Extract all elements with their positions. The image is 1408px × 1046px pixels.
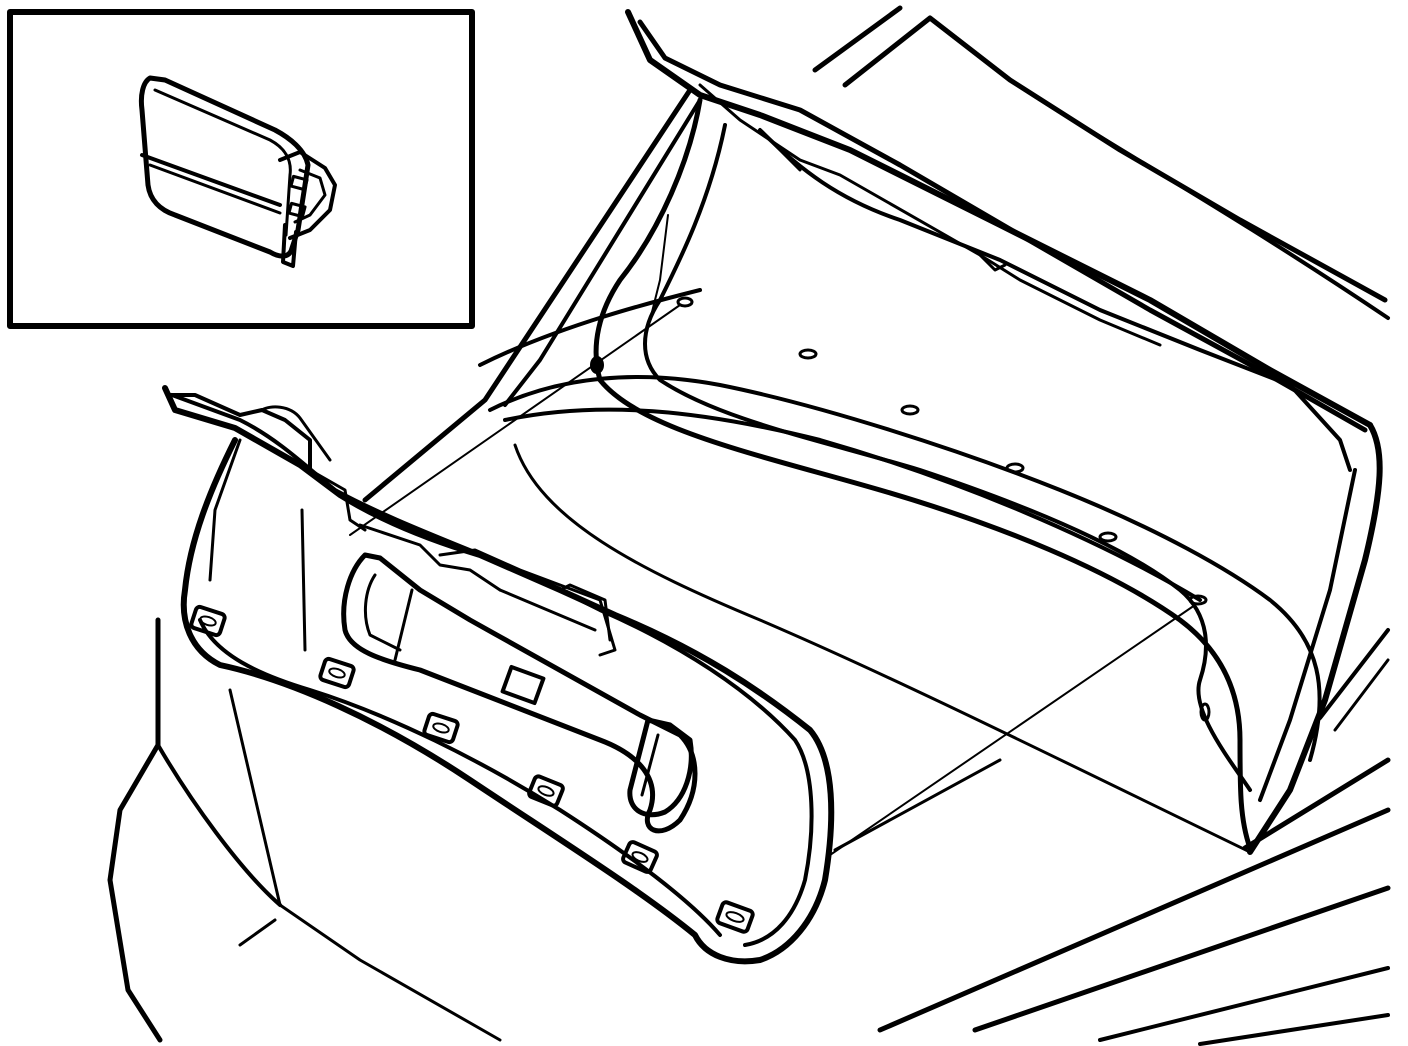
clip-body-inner <box>153 88 292 237</box>
lid-clip-hole <box>900 404 920 416</box>
trunk-lid <box>362 9 1383 855</box>
panel-handle-outline <box>627 717 694 818</box>
mounting-clip <box>422 711 460 745</box>
rear-window-upper-edge <box>812 5 903 73</box>
lid-inner-crossbar-2 <box>503 407 1202 602</box>
quarter-panel-crease <box>1333 658 1390 732</box>
lid-outer-top-inner <box>637 19 1368 433</box>
lid-bottom-sweep <box>513 443 1252 854</box>
rear-fender-inner <box>156 743 282 907</box>
body-crease-lower <box>228 688 502 1042</box>
trim-panel-seam-4 <box>558 583 612 642</box>
panel-handle-grip <box>640 733 660 797</box>
trim-square-cutout <box>500 664 546 706</box>
lid-rib-2 <box>978 253 1007 272</box>
clip-tab-slot-1 <box>289 174 309 192</box>
lid-inner-frame-inner <box>643 123 1252 792</box>
trim-panel-lower-edge <box>198 618 722 937</box>
trim-panel-seam-3 <box>438 548 617 657</box>
quarter-panel-right <box>1318 628 1390 720</box>
trim-recess-inner-2 <box>393 588 414 662</box>
bumper-line-5 <box>1198 1013 1390 1046</box>
clip-tab-inner <box>293 168 327 224</box>
lid-clip-hole <box>1098 531 1118 543</box>
trim-recess-outline <box>341 552 698 834</box>
car-body <box>107 5 1391 1046</box>
trim-panel-rib <box>498 588 597 632</box>
lid-small-bump <box>1199 702 1211 722</box>
lid-right-edge <box>1247 422 1383 855</box>
roof-shoulder-line <box>1008 78 1390 320</box>
trim-recess-inner <box>364 573 402 652</box>
trim-panel-inner-corner <box>208 438 242 582</box>
bumper-line-1 <box>1242 757 1391 851</box>
rear-window-frame <box>842 15 1388 303</box>
lid-clip-holes <box>676 296 1208 606</box>
mounting-clip <box>715 900 755 934</box>
clip-body-crease <box>140 153 282 207</box>
trim-panel-outline <box>162 385 835 965</box>
mounting-clip <box>527 774 565 808</box>
lid-left-edge <box>362 87 693 503</box>
lid-trim-panel <box>162 385 835 965</box>
rear-fender-left <box>107 617 163 1043</box>
clip-tab-slot-2 <box>287 201 307 219</box>
inset-frame <box>7 9 475 329</box>
leader-line <box>829 604 1196 856</box>
clip-detail <box>138 75 337 268</box>
panel-handle <box>627 717 694 818</box>
leader-line <box>349 304 681 536</box>
lid-clip-hole <box>798 348 818 360</box>
lid-outer-top <box>625 9 1373 428</box>
trim-panel-seam-2 <box>358 523 502 592</box>
trim-panel-seam <box>308 468 367 532</box>
bumper-line-2 <box>877 807 1391 1033</box>
mounting-clip <box>189 604 227 638</box>
mounting-clip <box>318 656 356 690</box>
mounting-clip <box>621 840 659 874</box>
trunk-opening-edge <box>478 288 702 367</box>
lid-upper-recess-2 <box>698 83 1162 347</box>
lid-left-inner-edge <box>503 98 702 407</box>
detail-inset <box>7 9 475 329</box>
trim-panel-inner-vertical <box>300 508 307 652</box>
clip-stem <box>281 223 298 268</box>
lid-inner-crossbar <box>488 375 1322 762</box>
body-crease-small <box>238 918 277 947</box>
trim-panel-flange-2 <box>260 405 332 462</box>
leader-lines <box>349 304 1196 856</box>
clip-body-crease-2 <box>148 163 282 215</box>
lid-clip-hole <box>1005 462 1025 474</box>
lid-inner-guide-left <box>649 214 669 321</box>
lid-rib-1 <box>768 138 802 172</box>
floor-line <box>833 758 1002 852</box>
clip-body-outline <box>138 75 311 259</box>
lid-inner-frame-outer <box>593 97 1253 851</box>
lid-clip-hole <box>1188 594 1208 606</box>
clip-tab-outer <box>278 150 337 240</box>
bumper-line-3 <box>972 885 1391 1033</box>
mounting-clips <box>189 604 755 934</box>
bumper-line-4 <box>1098 966 1390 1042</box>
lid-clip-hole <box>676 296 694 308</box>
trim-panel-inner-edge <box>170 393 814 947</box>
